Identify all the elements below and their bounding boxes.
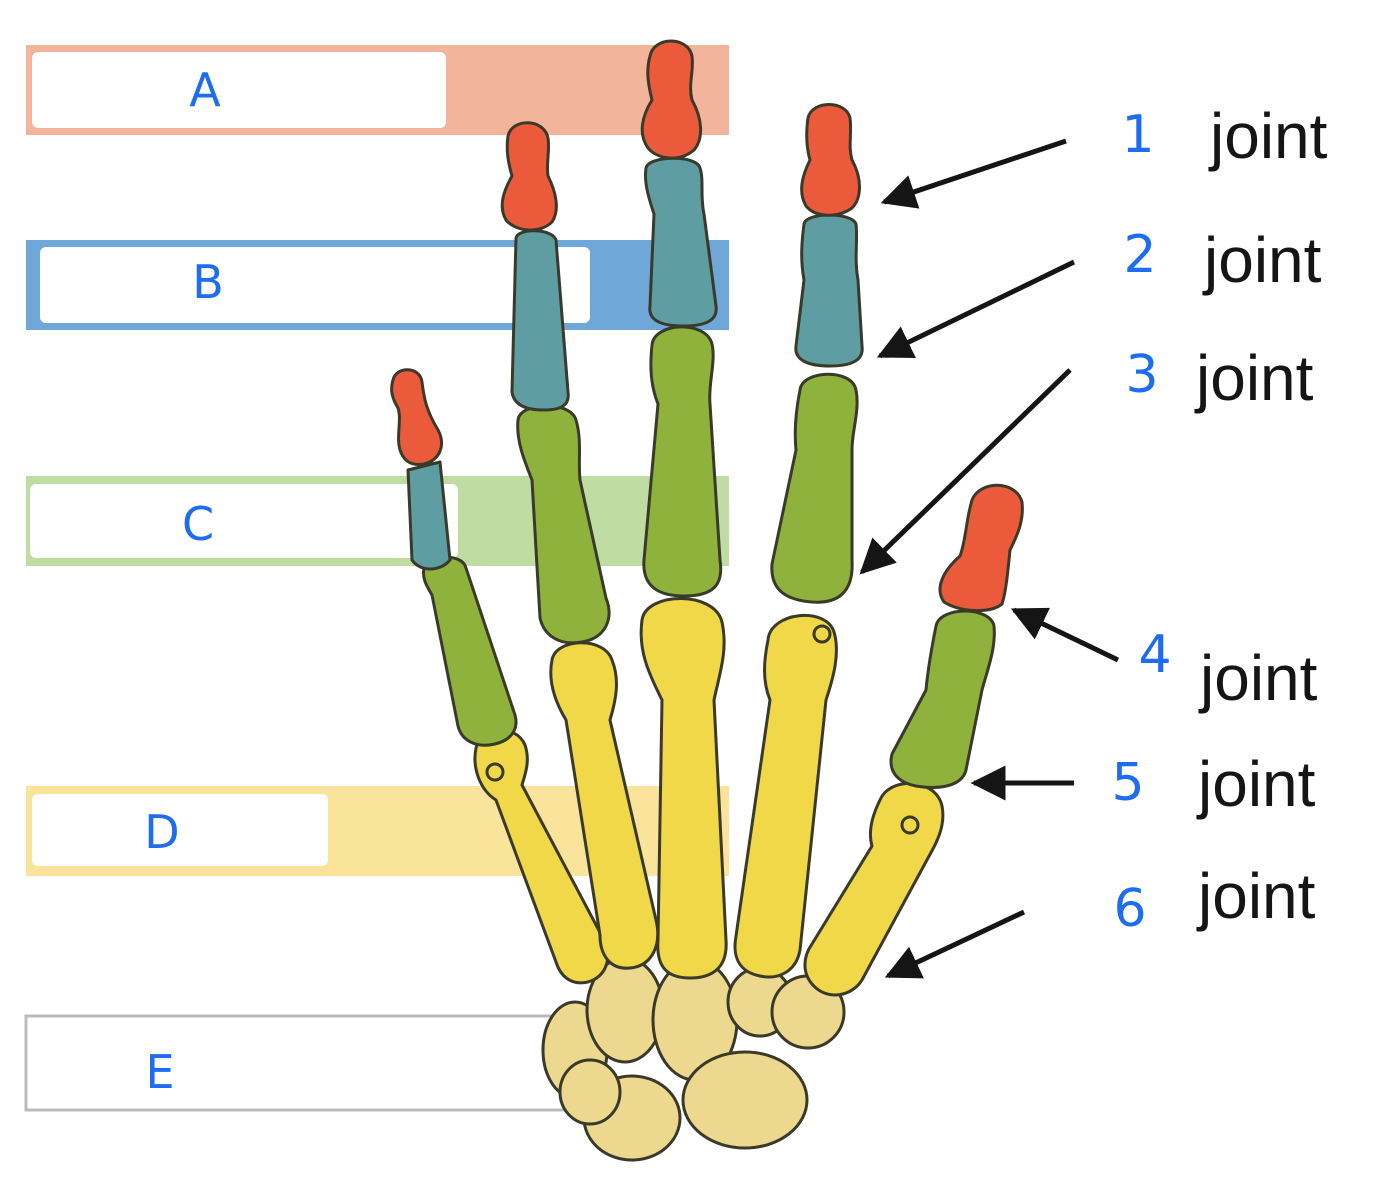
joint-arrow-1 (880, 138, 1067, 209)
joint-arrow-6 (884, 909, 1026, 979)
metacarpal-bone (639, 597, 728, 980)
joint-label-5: 5 joint (970, 748, 1316, 820)
distal-phalanx (390, 368, 443, 466)
band-c-letter: C (182, 497, 214, 551)
bone-notch (812, 624, 832, 644)
carpal-bones (541, 956, 846, 1162)
metacarpal-bone (549, 641, 660, 970)
joint-arrow-2 (876, 259, 1076, 359)
band-a-answer-box[interactable] (32, 52, 446, 128)
label-band-c: C (26, 476, 729, 566)
index-finger (733, 103, 864, 979)
bone-notch (900, 815, 920, 835)
ring-finger (500, 121, 660, 970)
band-e-letter: E (145, 1045, 174, 1099)
joint-word-3: joint (1194, 342, 1314, 414)
band-d-letter: D (144, 805, 179, 859)
proximal-phalanx (770, 372, 859, 604)
band-e-answer-box[interactable] (24, 1014, 588, 1112)
carpal-bone (558, 1058, 622, 1126)
thumb (803, 483, 1024, 997)
joint-number-2: 2 (1123, 225, 1156, 285)
carpal-bone (681, 1050, 809, 1150)
label-band-b: B (26, 240, 729, 330)
band-b-answer-box[interactable] (40, 247, 590, 323)
middle-phalanx (794, 213, 864, 368)
joint-word-2: joint (1202, 224, 1322, 296)
middle-finger (639, 39, 728, 980)
distal-phalanx (938, 483, 1024, 613)
band-a-letter: A (189, 63, 221, 117)
metacarpal-bone (733, 613, 838, 979)
joint-label-1: 1 joint (880, 100, 1328, 209)
label-band-e: E (24, 1014, 588, 1112)
distal-phalanx (800, 103, 861, 217)
joint-label-4: 4 joint (1010, 607, 1318, 714)
joint-word-6: joint (1196, 860, 1316, 932)
joint-number-4: 4 (1138, 625, 1171, 685)
joint-word-1: joint (1208, 100, 1328, 172)
metacarpal-bone (803, 781, 945, 997)
band-d-answer-box[interactable] (32, 794, 328, 866)
band-b-letter: B (192, 255, 224, 309)
joint-number-5: 5 (1111, 753, 1144, 813)
joint-number-3: 3 (1125, 345, 1158, 405)
joint-word-5: joint (1196, 748, 1316, 820)
proximal-phalanx (889, 609, 996, 789)
proximal-phalanx (642, 325, 723, 598)
proximal-phalanx (516, 404, 611, 645)
joint-label-2: 2 joint (876, 224, 1322, 359)
bone-notch (485, 762, 505, 782)
joint-number-6: 6 (1113, 879, 1146, 939)
proximal-phalanx (422, 555, 518, 747)
hand-skeleton (390, 39, 1024, 1162)
joint-arrow-3 (859, 368, 1072, 575)
distal-phalanx (500, 121, 558, 232)
label-band-a: A (26, 45, 729, 135)
joint-label-6: 6 joint (884, 860, 1316, 979)
distal-phalanx (640, 39, 702, 160)
joint-label-3: 3 joint (859, 342, 1314, 575)
band-c-answer-box[interactable] (30, 484, 458, 558)
joint-word-4: joint (1198, 642, 1318, 714)
joint-arrow-4 (1010, 607, 1120, 663)
middle-phalanx (644, 156, 718, 328)
joint-number-1: 1 (1121, 105, 1154, 165)
middle-phalanx (406, 460, 452, 571)
little-finger (390, 368, 610, 985)
